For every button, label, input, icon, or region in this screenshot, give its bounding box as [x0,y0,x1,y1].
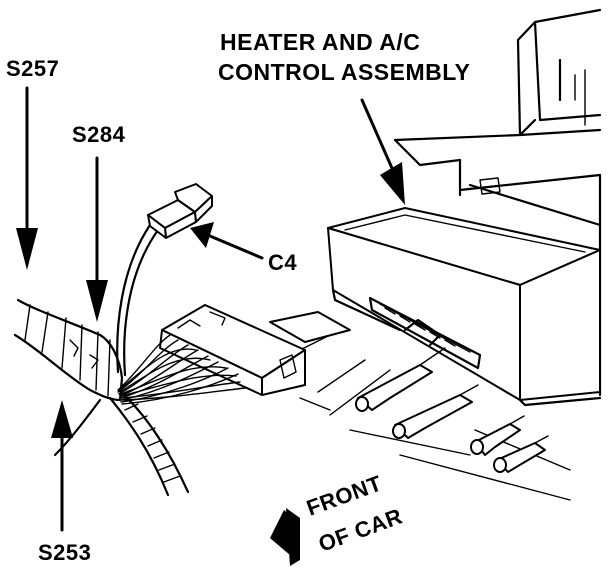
callout-arrow-icon [16,86,405,532]
c4-connector [147,183,213,239]
s257-label: S257 [6,56,59,81]
heater-ac-label-line1: HEATER AND A/C [220,29,420,55]
heater-ac-label-line2: CONTROL ASSEMBLY [218,59,471,85]
s253-label: S253 [38,540,91,565]
heater-ac-control-assembly [327,207,602,407]
connector-terminals [299,329,571,501]
harness-connector [159,304,351,396]
wire-harness-trunk [13,298,190,497]
s284-label: S284 [72,122,126,147]
front-direction-arrow-icon [270,508,300,566]
c4-label: C4 [268,250,297,275]
